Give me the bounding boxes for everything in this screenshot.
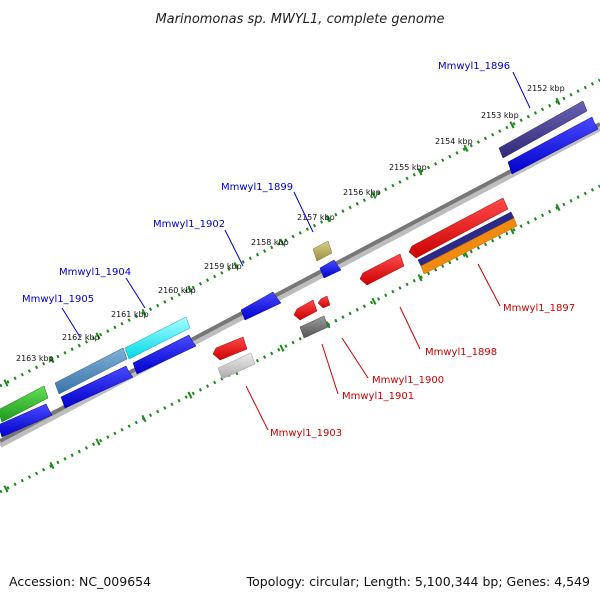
tick-label: 2157 kbp — [297, 213, 335, 222]
cds-forward[interactable] — [60, 365, 134, 409]
ruler-major-tick — [3, 485, 9, 493]
cds-reverse[interactable] — [359, 253, 405, 286]
ruler-major-tick — [371, 297, 377, 305]
gene-label-mmwyl1-1896[interactable]: Mmwyl1_1896 — [438, 61, 510, 72]
tick-labels: 2152 kbp 2153 kbp 2154 kbp 2155 kbp 2156… — [16, 84, 565, 363]
gene-feature[interactable] — [299, 315, 329, 339]
gene-label-mmwyl1-1898[interactable]: Mmwyl1_1898 — [425, 347, 497, 358]
ruler-major-tick — [279, 344, 285, 352]
cds-reverse[interactable] — [408, 197, 509, 259]
reverse-strand-cds — [212, 197, 509, 361]
gene-label-mmwyl1-1905[interactable]: Mmwyl1_1905 — [22, 294, 94, 305]
gene-label-mmwyl1-1903[interactable]: Mmwyl1_1903 — [270, 428, 342, 439]
ruler-major-tick — [371, 191, 377, 199]
gene-label-mmwyl1-1897[interactable]: Mmwyl1_1897 — [503, 303, 575, 314]
tick-label: 2155 kbp — [389, 163, 427, 172]
upper-ruler — [0, 78, 600, 388]
ruler-major-tick — [141, 308, 147, 317]
ruler-major-tick — [417, 168, 423, 176]
cds-forward[interactable] — [240, 291, 282, 321]
ruler-major-tick — [463, 144, 469, 152]
ruler-major-tick — [3, 379, 9, 387]
gene-label-mmwyl1-1899[interactable]: Mmwyl1_1899 — [221, 182, 293, 193]
ruler-major-tick — [49, 461, 55, 470]
tick-label: 2154 kbp — [435, 137, 473, 146]
cds-reverse[interactable] — [317, 295, 331, 309]
ruler-major-tick — [417, 274, 423, 282]
ruler-major-tick — [509, 121, 515, 129]
gene-label-mmwyl1-1901[interactable]: Mmwyl1_1901 — [342, 391, 414, 402]
gene-feature[interactable] — [217, 352, 256, 380]
tick-label: 2160 kbp — [158, 286, 196, 295]
tick-label: 2161 kbp — [111, 310, 149, 319]
tick-label: 2152 kbp — [527, 84, 565, 93]
gene-label-mmwyl1-1904[interactable]: Mmwyl1_1904 — [59, 267, 131, 278]
ruler-major-tick — [325, 215, 331, 223]
ruler-major-tick — [49, 355, 55, 364]
ruler-major-tick — [95, 332, 101, 340]
cds-forward[interactable] — [507, 116, 599, 175]
cds-forward[interactable] — [132, 334, 197, 375]
tick-label: 2153 kbp — [481, 111, 519, 120]
cds-reverse[interactable] — [293, 299, 318, 321]
upper-ruler-major-ticks — [3, 97, 561, 387]
gene-feature[interactable] — [312, 240, 333, 262]
gene-label-mmwyl1-1900[interactable]: Mmwyl1_1900 — [372, 375, 444, 386]
accession-text: Accession: NC_009654 — [9, 574, 151, 589]
ruler-major-tick — [279, 238, 285, 246]
reverse-function-track — [217, 211, 518, 380]
page-title: Marinomonas sp. MWYL1, complete genome — [155, 12, 444, 27]
gene-feature[interactable] — [54, 347, 128, 395]
ruler-major-tick — [187, 285, 193, 293]
ruler-major-tick — [95, 438, 101, 446]
lower-ruler — [0, 184, 600, 494]
function-track — [0, 100, 588, 423]
gene-feature[interactable] — [124, 316, 191, 360]
gene-feature[interactable] — [0, 385, 49, 423]
ruler-major-tick — [555, 203, 561, 212]
cds-reverse[interactable] — [212, 336, 248, 361]
ruler-major-tick — [233, 261, 239, 270]
leader-lines — [61, 71, 531, 431]
gene-labels: Mmwyl1_1896 Mmwyl1_1899 Mmwyl1_1902 Mmwy… — [22, 61, 575, 439]
gene-label-mmwyl1-1902[interactable]: Mmwyl1_1902 — [153, 219, 225, 230]
tick-label: 2156 kbp — [343, 188, 381, 197]
genome-backbone-shadow — [0, 125, 600, 448]
tick-label: 2158 kbp — [251, 238, 289, 247]
gene-feature[interactable] — [420, 217, 518, 275]
cds-forward[interactable] — [0, 403, 53, 438]
ruler-major-tick — [555, 97, 561, 106]
tick-label: 2163 kbp — [16, 354, 54, 363]
ruler-major-tick — [187, 391, 193, 399]
tick-label: 2159 kbp — [204, 262, 242, 271]
forward-strand-cds — [0, 116, 599, 438]
ruler-major-tick — [141, 414, 147, 423]
tick-label: 2162 kbp — [62, 333, 100, 342]
genome-summary-text: Topology: circular; Length: 5,100,344 bp… — [246, 574, 590, 589]
gene-feature[interactable] — [498, 100, 588, 159]
cds-forward[interactable] — [319, 259, 342, 279]
ruler-major-tick — [325, 321, 331, 329]
